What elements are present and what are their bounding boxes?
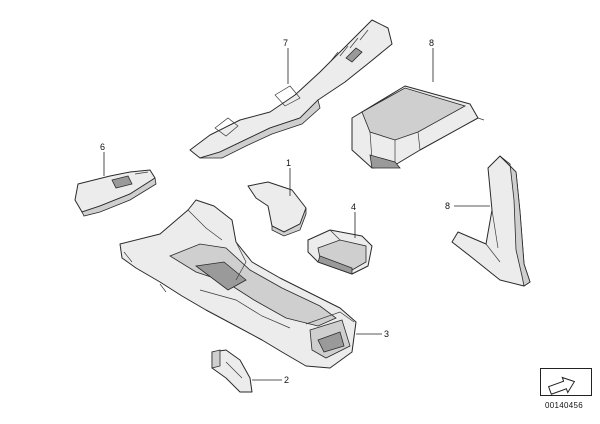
part-1-cover[interactable]	[247, 181, 307, 237]
part-3-center-console[interactable]	[119, 199, 357, 369]
part-7-dash-trim[interactable]	[189, 19, 393, 159]
callout-1: 1	[286, 158, 291, 168]
navigation-arrow-button[interactable]	[540, 368, 592, 396]
part-8-storage-tray[interactable]	[351, 85, 485, 169]
part-6-trim-piece[interactable]	[74, 169, 157, 217]
part-8-pillar-trim[interactable]	[451, 155, 531, 287]
part-2-bracket[interactable]	[211, 349, 253, 393]
callout-8b: 8	[445, 201, 450, 211]
arrow-icon	[547, 376, 576, 395]
callout-6: 6	[100, 142, 105, 152]
callout-4: 4	[351, 202, 356, 212]
callout-7: 7	[283, 38, 288, 48]
callout-2: 2	[284, 375, 289, 385]
document-number: 00140456	[545, 401, 583, 410]
callout-8a: 8	[429, 38, 434, 48]
callout-3: 3	[384, 329, 389, 339]
part-4-pad[interactable]	[307, 229, 373, 275]
